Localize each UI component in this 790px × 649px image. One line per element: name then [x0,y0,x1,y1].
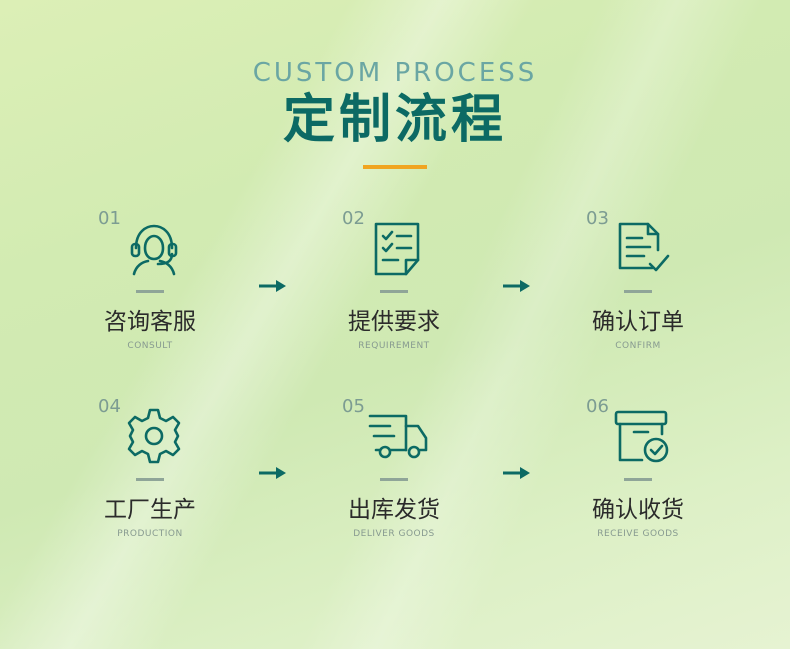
page-subtitle: CUSTOM PROCESS [252,58,538,82]
step-name-en: CONFIRM [615,341,661,351]
step-confirm: 03 确认订单 CONFIRM [586,208,726,358]
step-divider [624,290,652,293]
step-name: 确认订单 [592,309,684,335]
step-receive: 06 确认收货 RECEIVE GOODS [586,396,726,546]
step-number: 06 [586,396,609,417]
delivery-truck-icon [368,414,428,459]
step-number: 03 [586,208,609,229]
step-name-en: REQUIREMENT [358,341,430,351]
step-name-en: DELIVER GOODS [353,529,435,539]
step-number: 05 [342,396,365,417]
step-divider [136,478,164,481]
step-name: 工厂生产 [104,497,196,523]
gear-icon [127,408,181,464]
step-divider [624,478,652,481]
step-consult: 01 咨询客服 CONSULT [98,208,238,358]
step-number: 04 [98,396,121,417]
step-name-en: RECEIVE GOODS [597,529,679,539]
step-divider [380,478,408,481]
step-name: 提供要求 [348,309,440,335]
step-name-en: PRODUCTION [117,529,183,539]
step-deliver: 05 出库发货 DELIVER GOODS [342,396,482,546]
step-name: 咨询客服 [104,309,196,335]
step-number: 02 [342,208,365,229]
step-name: 确认收货 [592,497,684,523]
step-number: 01 [98,208,121,229]
arrow-right-icon [503,467,530,479]
step-production: 04 工厂生产 PRODUCTION [98,396,238,546]
checklist-document-icon [374,222,420,276]
arrow-right-icon [259,280,286,292]
step-name-en: CONSULT [127,341,173,351]
document-check-icon [618,222,670,272]
step-divider [136,290,164,293]
page-title: 定制流程 [282,90,507,150]
arrow-right-icon [503,280,530,292]
step-requirement: 02 提供要求 REQUIREMENT [342,208,482,358]
arrow-right-icon [259,467,286,479]
title-underline [363,165,427,169]
headset-person-icon [130,224,178,276]
step-divider [380,290,408,293]
box-check-icon [614,410,669,463]
step-name: 出库发货 [348,497,440,523]
